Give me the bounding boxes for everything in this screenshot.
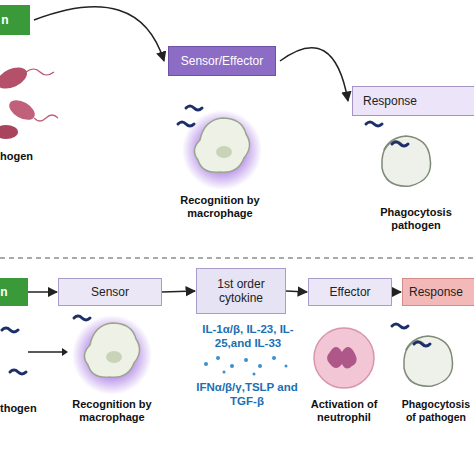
process-box: Sensor/Effector (168, 46, 276, 76)
macrophage-illustration (178, 106, 262, 190)
caption-label: Phagocytosis of pathogen (398, 398, 474, 424)
bacterium-squiggle (2, 328, 18, 332)
bacterium-squiggle (392, 324, 408, 328)
box-label: 1st order cytokine (197, 277, 285, 305)
cytokine-list: IFNα/β/γ,TSLP and TGF-β (186, 380, 308, 408)
box-label: n (0, 285, 7, 299)
phagocyte-cell (382, 136, 431, 186)
neutrophil-illustration (314, 328, 374, 388)
bacterium-squiggle (414, 342, 430, 346)
cytokine-list: IL-1α/β, IL-23, IL-25,and IL-33 (192, 322, 304, 350)
process-box: Response (352, 86, 474, 116)
bacterium (0, 125, 18, 139)
nucleus (106, 351, 122, 363)
flow-arrow (392, 291, 401, 293)
flagellum (34, 115, 58, 121)
box-label: Response (409, 285, 463, 299)
nucleus (216, 146, 232, 158)
flagellum (26, 69, 54, 75)
bacterium-squiggle (186, 106, 202, 110)
flow-arrow (28, 291, 57, 293)
phagocyte-cell (404, 336, 453, 386)
box-label: Response (363, 94, 417, 108)
box-label: Sensor (91, 285, 129, 299)
bacterium (6, 96, 38, 124)
cell-glow (182, 110, 262, 190)
pathogen-illustration (0, 63, 58, 139)
caption-label: Activation of neutrophil (292, 398, 396, 424)
flow-arrow (280, 48, 348, 101)
phagocyte-illustration (392, 324, 453, 386)
macrophage-cell (194, 118, 249, 172)
box-label: Sensor/Effector (181, 54, 264, 68)
bacterium-squiggle (366, 122, 382, 126)
cell-glow (72, 315, 152, 395)
cytokine-dots (204, 356, 288, 376)
macrophage-cell (84, 323, 139, 377)
caption-label: Recognition by macrophage (52, 398, 172, 424)
process-box: Effector (308, 278, 392, 306)
flow-arrow (34, 7, 164, 61)
bacterium-squiggle (74, 316, 90, 320)
box-label: n (1, 13, 8, 27)
caption-label: Recognition by macrophage (160, 194, 280, 220)
process-box: Response (402, 278, 474, 306)
process-box: 1st order cytokine (196, 268, 286, 314)
bacterium-squiggle (178, 122, 194, 126)
caption-label: thogen (0, 402, 50, 415)
bacterium (0, 63, 30, 93)
process-box: n (0, 5, 30, 35)
process-box: n (0, 278, 28, 306)
bacterium-squiggle (392, 142, 408, 146)
phagocyte-illustration (366, 122, 431, 186)
arrow-head (62, 348, 68, 356)
bacterium-squiggle (10, 370, 26, 374)
dashed-separator (0, 257, 474, 258)
lobed-nucleus (327, 347, 357, 369)
flow-arrow (286, 291, 307, 292)
neutrophil-cell (314, 328, 374, 388)
process-box: Sensor (58, 278, 162, 306)
caption-label: hogen (0, 150, 50, 163)
box-label: Effector (329, 285, 370, 299)
caption-label: Phagocytosis pathogen (360, 206, 472, 232)
flow-arrow (162, 291, 195, 292)
pathogen-illustration (2, 328, 68, 374)
arrow-line (28, 351, 62, 353)
macrophage-illustration (72, 315, 152, 395)
